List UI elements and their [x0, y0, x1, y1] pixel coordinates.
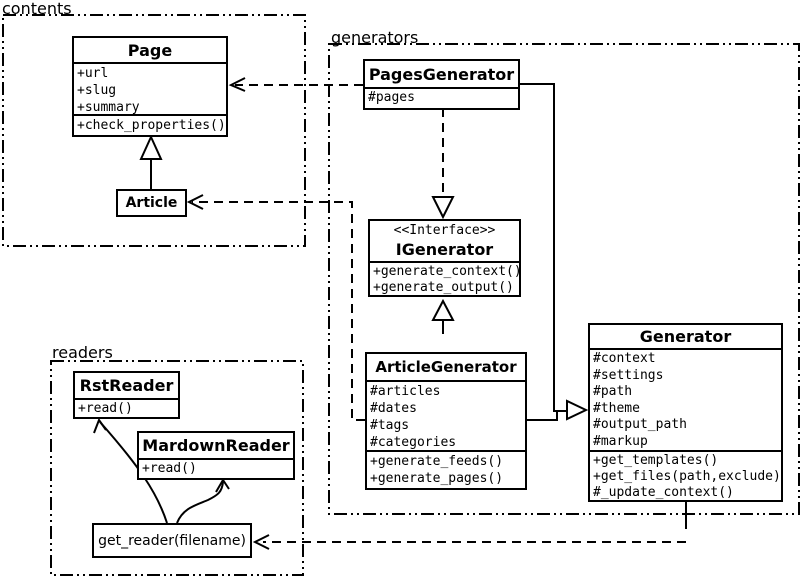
method: +check_properties(): [77, 118, 226, 133]
class-title-pagesgenerator: PagesGenerator: [368, 64, 515, 84]
method: +get_templates(): [593, 453, 719, 468]
attribute: +slug: [77, 83, 117, 98]
attribute: +url: [77, 66, 109, 81]
method: +read(): [78, 401, 133, 416]
class-box-article: Article: [116, 189, 187, 217]
method: +generate_context(): [373, 264, 522, 279]
attribute: #tags: [370, 418, 410, 433]
method: +generate_pages(): [370, 471, 504, 486]
articlegenerator-igenerator-realization-arrow: [431, 298, 455, 334]
pagesgenerator-page-dependency-arrow: [228, 77, 363, 92]
method: +get_files(path,exclude): [593, 469, 781, 484]
class-box-generator: Generator #context #settings #path #them…: [588, 323, 783, 502]
attribute: #dates: [370, 401, 417, 416]
class-title-igenerator: <<Interface>> IGenerator: [370, 221, 519, 261]
stereotype-label: <<Interface>>: [393, 223, 496, 238]
attributes-compartment: #pages: [365, 87, 518, 108]
package-border-readers: [50, 360, 304, 576]
method: +read(): [142, 461, 197, 476]
method: #_update_context(): [593, 485, 734, 500]
class-box-articlegenerator: ArticleGenerator #articles #dates #tags …: [365, 352, 527, 490]
class-box-rstreader: RstReader +read(): [73, 371, 180, 419]
attributes-compartment: +url +slug +summary: [74, 62, 226, 115]
class-title-text: IGenerator: [395, 240, 494, 259]
class-box-igenerator: <<Interface>> IGenerator +generate_conte…: [368, 219, 522, 297]
package-label-contents: contents: [2, 0, 72, 18]
class-title-mardownreader: MardownReader: [142, 436, 290, 455]
package-border-contents: [2, 14, 306, 247]
attribute: #output_path: [593, 417, 687, 433]
methods-compartment: +get_templates() +get_files(path,exclude…: [590, 450, 781, 500]
methods-compartment: +check_properties(): [74, 114, 226, 135]
class-title-generator: Generator: [639, 327, 732, 346]
class-title-rstreader: RstReader: [79, 376, 174, 395]
package-border-generators: [328, 43, 800, 515]
method: +generate_feeds(): [370, 454, 504, 469]
class-box-page: Page +url +slug +summary +check_properti…: [72, 36, 228, 137]
attribute: #pages: [368, 90, 415, 105]
attribute: #context: [593, 351, 656, 366]
methods-compartment: +generate_feeds() +generate_pages(): [367, 450, 525, 488]
attribute: #articles: [370, 384, 441, 399]
attributes-compartment: #context #settings #path #theme #output_…: [590, 348, 781, 450]
generator-getreader-dependency-arrow: [252, 500, 687, 550]
function-box-get-reader: get_reader(filename): [92, 523, 252, 558]
attribute: #categories: [370, 435, 457, 450]
methods-compartment: +read(): [75, 398, 178, 417]
generators-generator-inheritance-arrow: [520, 83, 589, 421]
getreader-mardownreader-arrow: [176, 478, 230, 524]
articlegenerator-article-dependency-arrow: [186, 194, 365, 421]
class-box-mardownreader: MardownReader +read(): [137, 431, 295, 480]
class-title-page: Page: [127, 40, 173, 60]
attribute: #theme: [593, 400, 640, 416]
methods-compartment: +read(): [139, 458, 293, 478]
methods-compartment: +generate_context() +generate_output(): [370, 261, 522, 295]
attribute: #settings: [593, 367, 664, 383]
attribute: #markup: [593, 433, 648, 449]
class-box-pagesgenerator: PagesGenerator #pages: [363, 59, 520, 110]
package-label-readers: readers: [52, 343, 113, 362]
attribute: #path: [593, 384, 633, 400]
class-title-articlegenerator: ArticleGenerator: [375, 358, 517, 376]
package-label-generators: generators: [331, 28, 419, 47]
attribute: +summary: [77, 100, 140, 115]
pagesgenerator-igenerator-realization-arrow: [431, 108, 455, 220]
attributes-compartment: #articles #dates #tags #categories: [367, 380, 525, 450]
method: +generate_output(): [373, 280, 514, 295]
article-page-inheritance-arrow: [139, 134, 163, 189]
